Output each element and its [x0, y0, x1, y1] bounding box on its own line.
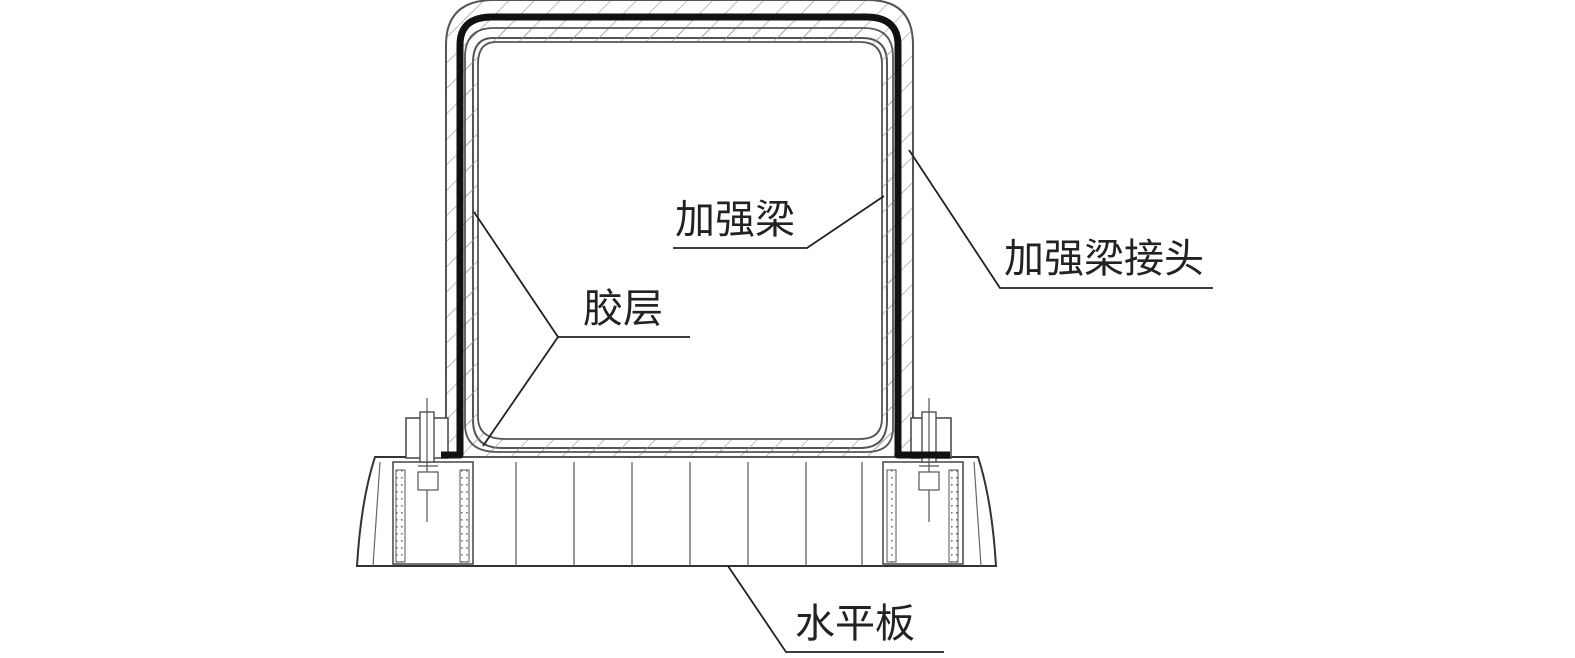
plate-side-lines [372, 461, 982, 567]
horizontal-plate [355, 456, 998, 567]
adhesive-layer [441, 13, 950, 459]
leader-lines [473, 149, 1213, 653]
label-stiffener-beam-joint: 加强梁接头 [1004, 236, 1204, 282]
leader-horizontal-plate [727, 565, 944, 653]
horizontal-plate-outline [355, 456, 998, 567]
label-stiffener-beam: 加强梁 [675, 197, 795, 243]
label-adhesive-layer: 胶层 [583, 286, 663, 332]
leader-stiffener-beam-joint [908, 149, 1213, 289]
left-bolt [417, 398, 439, 522]
stiffener-beam [464, 27, 894, 453]
leader-adhesive-layer-lower [482, 336, 559, 447]
label-horizontal-plate: 水平板 [795, 601, 915, 647]
right-bolt [918, 398, 940, 522]
leader-stiffener-beam [673, 195, 885, 249]
plate-web-lines [515, 462, 863, 566]
beam-wall [464, 27, 894, 453]
